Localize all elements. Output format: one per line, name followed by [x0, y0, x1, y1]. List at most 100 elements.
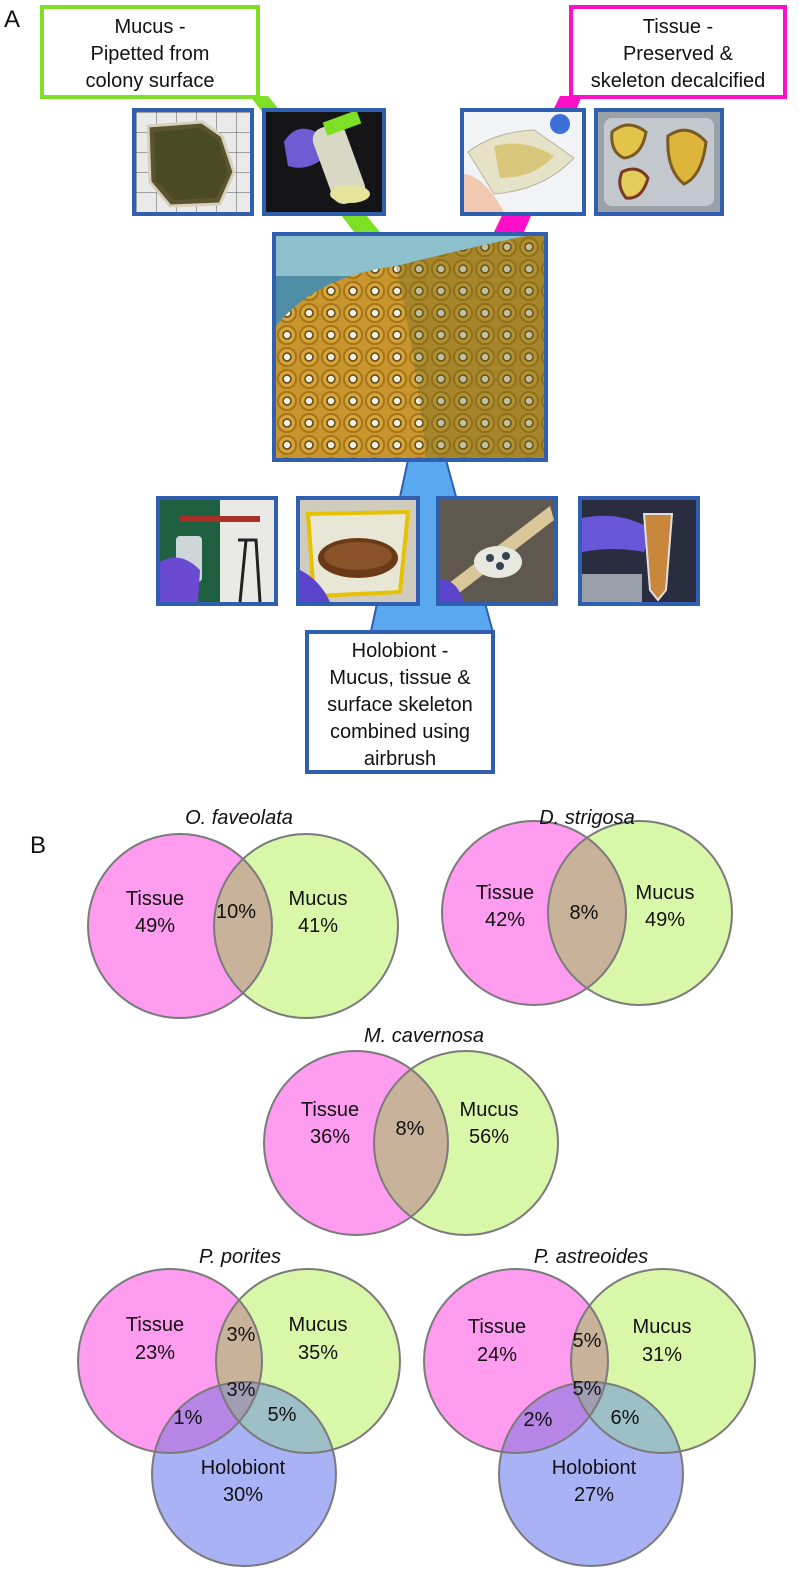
- tissue-percent: 23%: [135, 1342, 175, 1364]
- holobiont-label-line: combined using: [329, 721, 471, 743]
- decalcified-tissue-image: [598, 112, 720, 212]
- coral-bag-photo: [296, 496, 420, 606]
- mucus-label-box: Mucus - Pipetted from colony surface: [40, 5, 260, 99]
- species-title: M. cavernosa: [364, 1025, 484, 1047]
- mucus-holobiont-overlap-fill: [216, 1382, 336, 1453]
- decalcified-tissue-photo: [594, 108, 724, 216]
- mucus-label: Mucus: [636, 882, 695, 904]
- all-overlap-percent: 5%: [573, 1378, 602, 1400]
- mucus-circle-outline: [547, 820, 733, 1006]
- holobiont-label-box: Holobiont - Mucus, tissue & surface skel…: [305, 630, 495, 774]
- mucus-holobiont-percent: 5%: [268, 1404, 297, 1426]
- tissue-label-line: Preserved &: [622, 43, 734, 65]
- mucus-holobiont-overlap: [571, 1382, 683, 1453]
- holobiont-percent: 27%: [574, 1484, 614, 1506]
- holobiont-label-line: Holobiont -: [351, 640, 449, 662]
- tissue-mucus-overlap-fill: [374, 1051, 448, 1235]
- mucus-label: Mucus: [460, 1099, 519, 1121]
- tissue-label: Tissue: [301, 1099, 359, 1121]
- coral-airbrushed-photo: [436, 496, 558, 606]
- mucus-label: Mucus: [289, 888, 348, 910]
- mucus-percent: 31%: [642, 1344, 682, 1366]
- overlap-percent: 8%: [570, 902, 599, 924]
- tissue-holobiont-percent: 1%: [174, 1407, 203, 1429]
- mucus-circle-outline: [373, 1050, 559, 1236]
- coral-colony-photo: [272, 232, 548, 462]
- mucus-label-line: Pipetted from: [90, 43, 210, 65]
- overlap-percent: 10%: [216, 901, 256, 923]
- mucus-circle-outline: [570, 1268, 756, 1454]
- mucus-label-line: Mucus -: [114, 16, 186, 38]
- mucus-vial-photo: [262, 108, 386, 216]
- tissue-mucus-overlap: [548, 821, 626, 1005]
- mucus-percent: 49%: [645, 909, 685, 931]
- mucus-circle-outline: [215, 1268, 401, 1454]
- mucus-label-line: colony surface: [85, 70, 215, 92]
- tissue-bag-image: [464, 112, 582, 212]
- tissue-label: Tissue: [126, 888, 184, 910]
- mucus-holobiont-overlap: [216, 1382, 336, 1453]
- tissue-percent: 42%: [485, 909, 525, 931]
- centrifuge-tube-image: [582, 500, 696, 602]
- tissue-label-line: Tissue -: [642, 16, 714, 38]
- panel-b-letter: B: [30, 832, 47, 859]
- overlap-percent: 8%: [396, 1118, 425, 1140]
- tissue-holobiont-overlap: [152, 1382, 262, 1453]
- species-title: O. faveolata: [185, 807, 293, 829]
- coral-airbrushed-image: [440, 500, 554, 602]
- holobiont-label: Holobiont: [552, 1457, 637, 1479]
- coral-colony-image: [276, 236, 544, 458]
- holobiont-circle-outline: [151, 1381, 337, 1567]
- holobiont-label-line: airbrush: [363, 748, 437, 770]
- tissue-circle-outline: [77, 1268, 263, 1454]
- tissue-circle-outline: [263, 1050, 449, 1236]
- tissue-holobiont-percent: 2%: [524, 1409, 553, 1431]
- tissue-label: Tissue: [476, 882, 534, 904]
- tissue-percent: 49%: [135, 915, 175, 937]
- grid-paper-image: [136, 112, 250, 212]
- holobiont-label-line: surface skeleton: [327, 694, 473, 716]
- venn-group: [263, 1050, 559, 1236]
- holobiont-label: Holobiont: [201, 1457, 286, 1479]
- tissue-circle-outline: [423, 1268, 609, 1454]
- venn-group: [87, 833, 399, 1019]
- holobiont-percent: 30%: [223, 1484, 263, 1506]
- species-title: D. strigosa: [539, 807, 635, 829]
- venn-group: [77, 1268, 401, 1567]
- mucus-holobiont-percent: 6%: [611, 1407, 640, 1429]
- venn-group: [441, 820, 733, 1006]
- panel-a-letter: A: [4, 6, 21, 33]
- mucus-circle-outline: [213, 833, 399, 1019]
- tissue-holobiont-overlap-fill: [499, 1382, 608, 1453]
- tissue-percent: 36%: [310, 1126, 350, 1148]
- tissue-label: Tissue: [468, 1316, 526, 1338]
- mucus-label: Mucus: [633, 1316, 692, 1338]
- mucus-percent: 41%: [298, 915, 338, 937]
- airbrush-photo: [156, 496, 278, 606]
- mucus-vial-image: [266, 112, 382, 212]
- tissue-mucus-overlap: [374, 1051, 448, 1235]
- tissue-label: Tissue: [126, 1314, 184, 1336]
- tissue-holobiont-overlap-fill: [152, 1382, 262, 1453]
- tissue-circle-outline: [87, 833, 273, 1019]
- tissue-mucus-percent: 3%: [227, 1324, 256, 1346]
- mucus-holobiont-overlap-fill: [571, 1382, 683, 1453]
- tissue-holobiont-overlap: [499, 1382, 608, 1453]
- tissue-label-box: Tissue - Preserved & skeleton decalcifie…: [569, 5, 787, 99]
- species-title: P. astreoides: [534, 1246, 648, 1268]
- mucus-percent: 56%: [469, 1126, 509, 1148]
- tissue-label-line: skeleton decalcified: [590, 70, 766, 92]
- centrifuge-tube-photo: [578, 496, 700, 606]
- coral-fragment-photo: [132, 108, 254, 216]
- tissue-percent: 24%: [477, 1344, 517, 1366]
- holobiont-label-line: Mucus, tissue &: [329, 667, 471, 689]
- all-overlap-percent: 3%: [227, 1379, 256, 1401]
- coral-bag-image: [300, 500, 416, 602]
- mucus-label: Mucus: [289, 1314, 348, 1336]
- tissue-bag-photo: [460, 108, 586, 216]
- airbrush-image: [160, 500, 274, 602]
- tissue-mucus-overlap-fill: [548, 821, 626, 1005]
- tissue-circle-outline: [441, 820, 627, 1006]
